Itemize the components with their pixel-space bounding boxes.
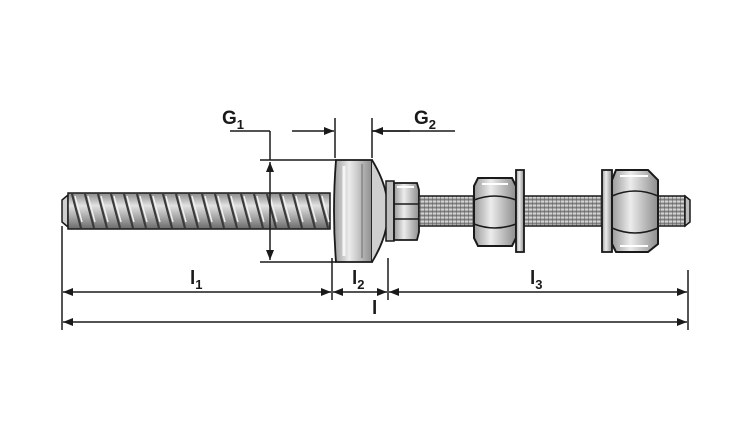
hex-nut-right [611,169,659,253]
cone-washer [333,159,389,263]
label-l1: l1 [190,268,203,292]
label-g2: G2 [414,108,436,132]
washer-middle [515,169,525,253]
hex-nut-small [385,180,420,242]
label-l2: l2 [352,268,365,292]
label-l3: l3 [530,268,543,292]
hex-nut-middle [473,177,517,247]
label-g1: G1 [222,108,244,132]
coarse-thread-pattern [70,193,330,229]
threaded-rod-left [61,192,331,230]
label-l-total: l [372,298,377,319]
washer-right [601,169,613,253]
